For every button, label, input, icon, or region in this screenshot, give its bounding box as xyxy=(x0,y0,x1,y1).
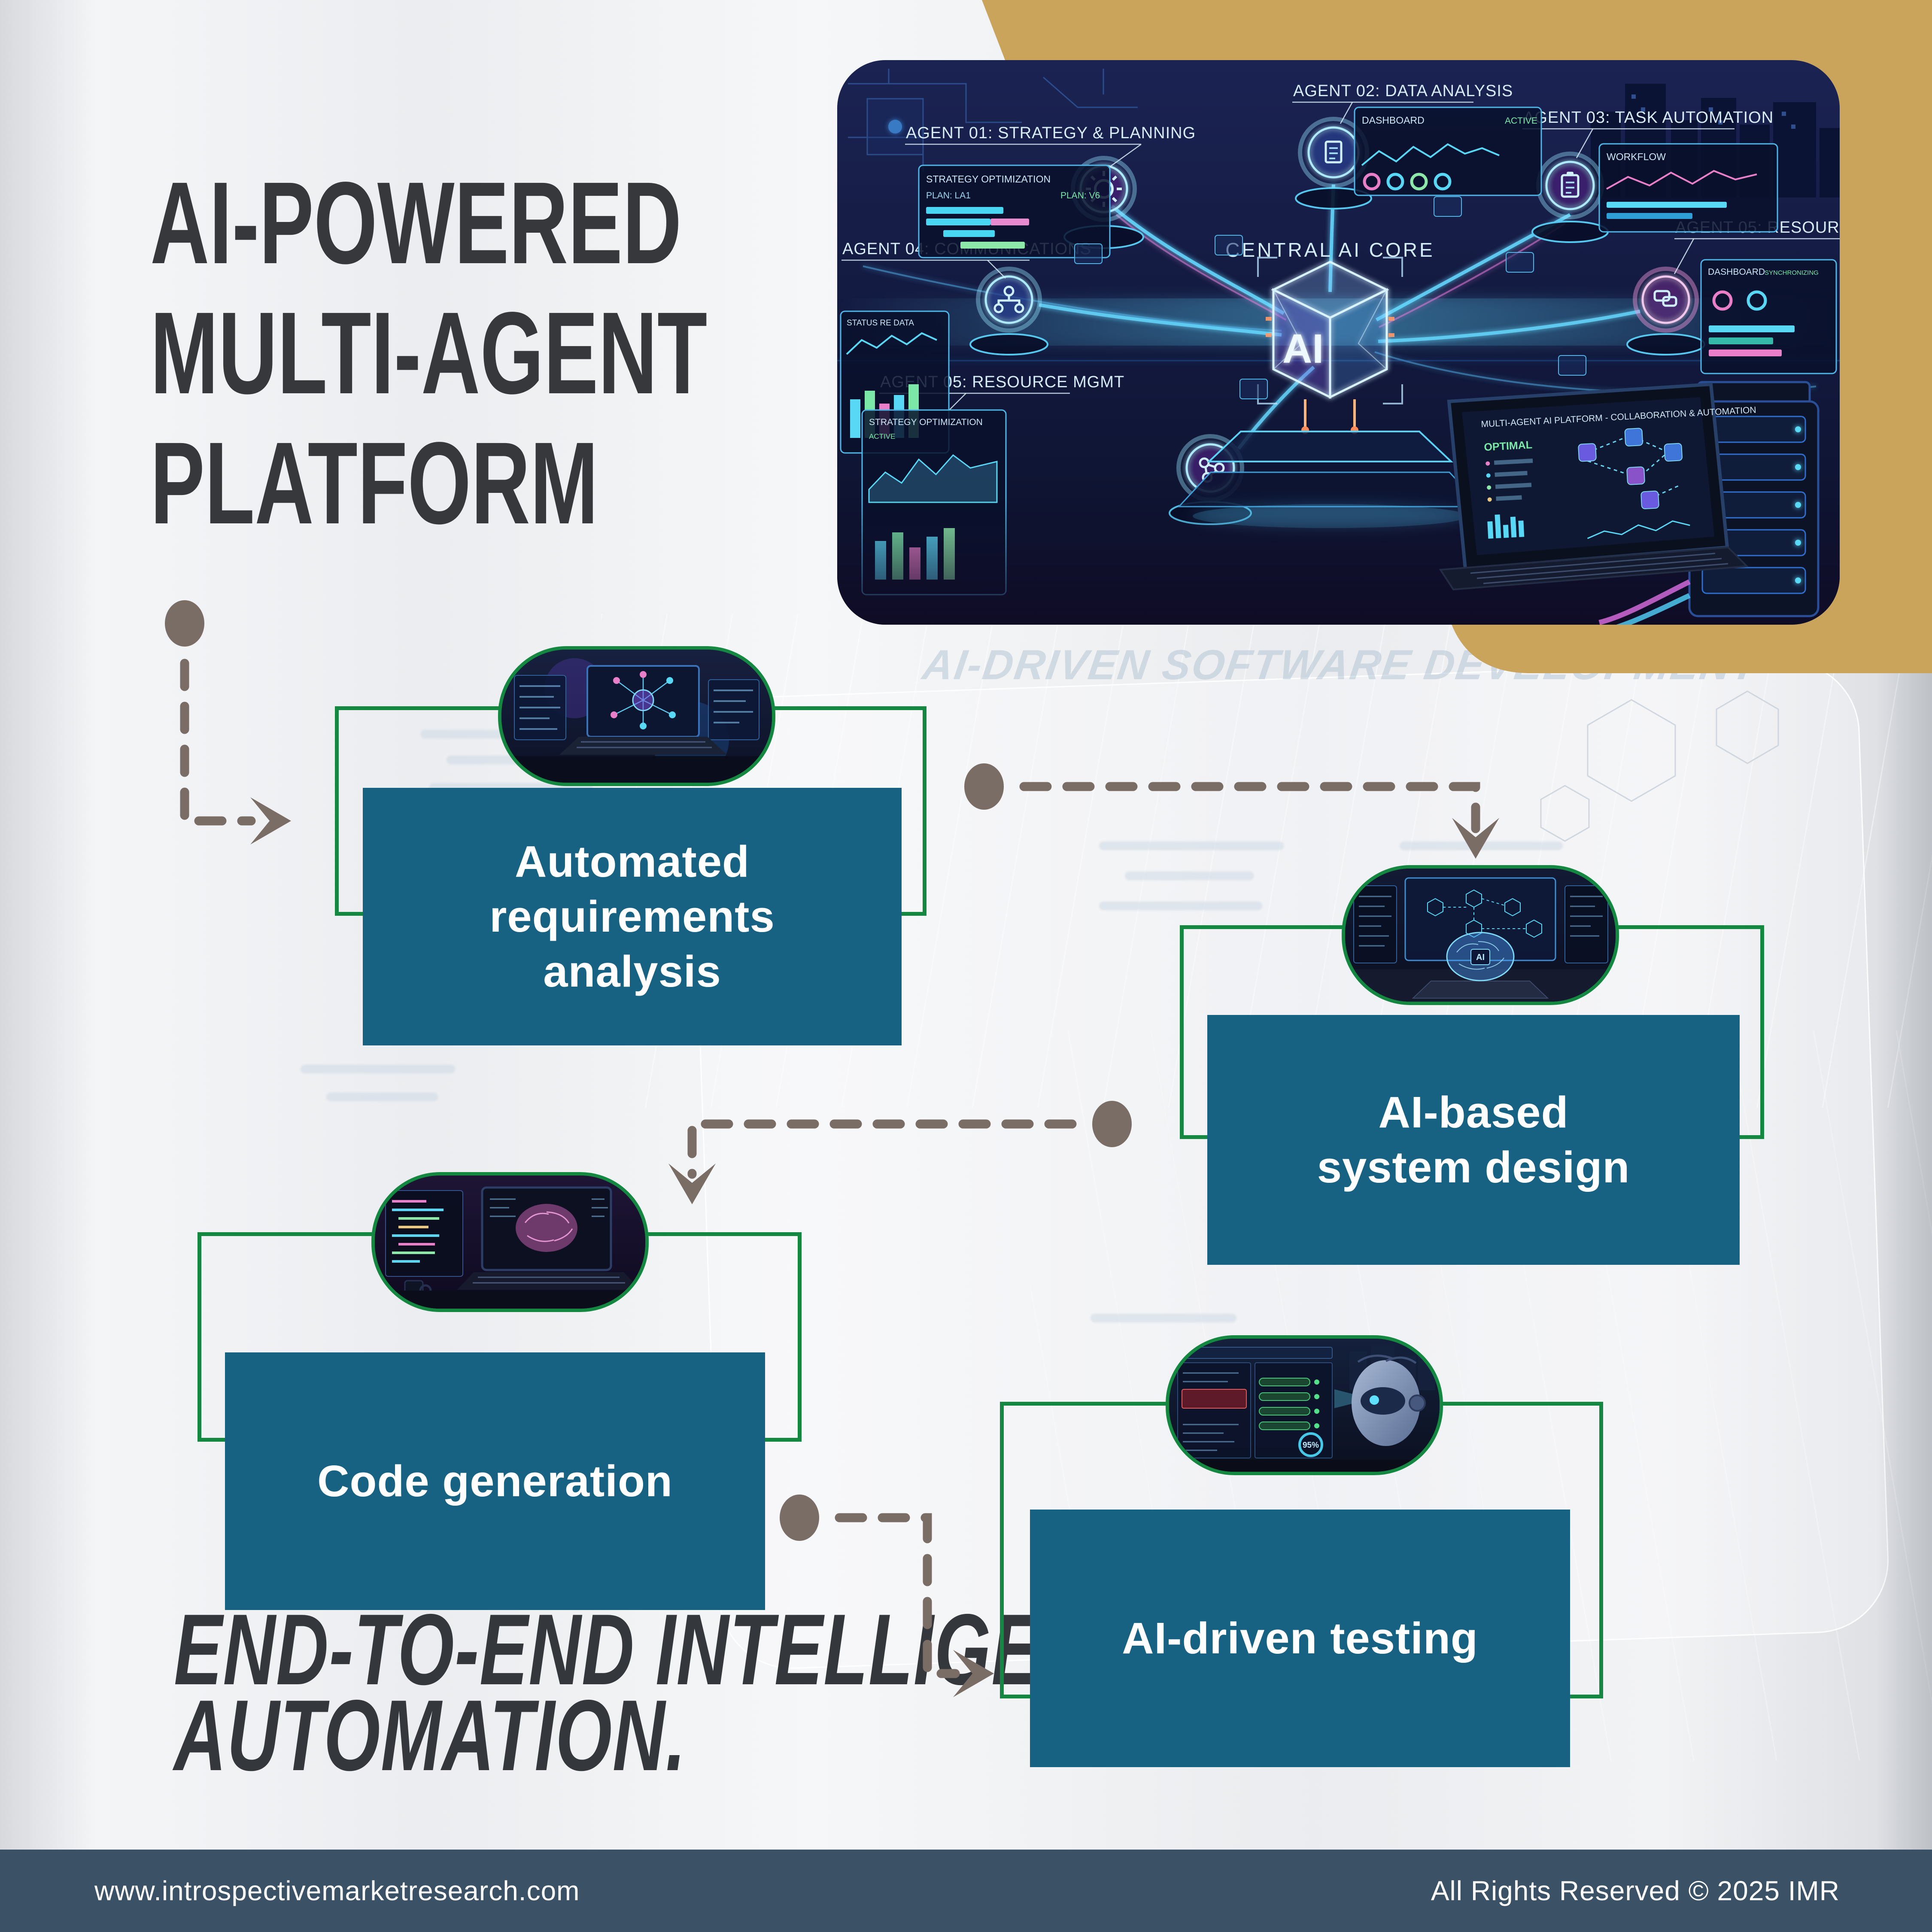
floating-tags xyxy=(1074,196,1586,399)
agent03-label: AGENT 03: TASK AUTOMATION xyxy=(1523,109,1774,127)
footer-rights: All Rights Reserved © 2025 IMR xyxy=(1431,1875,1840,1906)
footer-bar: www.introspectivemarketresearch.com All … xyxy=(0,1850,1932,1932)
step4-label: AI-driven testing xyxy=(1122,1613,1478,1663)
central-core-label: CENTRAL AI CORE xyxy=(1225,239,1434,261)
step3-pill-art xyxy=(375,1176,645,1309)
strategy-panel-plan-a: PLAN: LA1 xyxy=(926,191,971,200)
tagline: END-TO-END INTELLIGENT AUTOMATION. xyxy=(174,1599,1139,1792)
title-line-1: AI-POWERED xyxy=(150,158,682,288)
step2-label-line1: AI-based xyxy=(1378,1088,1569,1137)
step2-pill-art: AI xyxy=(1345,869,1616,1002)
agent02-label: AGENT 02: DATA ANALYSIS xyxy=(1293,82,1513,100)
agent05-right-ring xyxy=(1626,267,1705,355)
resource-panel-status: SYNCHRONIZING xyxy=(1765,269,1819,276)
ghost-label-layer-input xyxy=(1065,1000,1071,1027)
pill2-ai-chip-text: AI xyxy=(1476,953,1485,962)
background-hexagons xyxy=(1540,690,1779,842)
title-line-3: PLATFORM xyxy=(150,418,598,548)
core-brackets xyxy=(1257,257,1403,404)
hero-illustration: AGENT 01: STRATEGY & PLANNING AGENT 02: … xyxy=(837,60,1840,625)
step1-label-line1: Automated xyxy=(515,837,750,886)
skyline-windows xyxy=(1631,94,1795,129)
data-panel-title: DASHBOARD xyxy=(1362,115,1425,126)
step4-image-pill: 95% xyxy=(1166,1335,1443,1475)
title-line-2: MULTI-AGENT xyxy=(150,288,708,418)
ghost-code-line xyxy=(1099,902,1262,910)
strategy-panel-plan-b: PLAN: V6 xyxy=(1060,191,1100,200)
tagline-line-2: AUTOMATION. xyxy=(174,1679,687,1792)
agent03-ring xyxy=(1531,152,1609,243)
step1-image-pill xyxy=(498,646,775,786)
footer-website: www.introspectivemarketresearch.com xyxy=(94,1875,580,1906)
flow-arrow-1-path xyxy=(180,659,256,826)
laptop-flowchart xyxy=(1578,428,1690,539)
step2-image-pill: AI xyxy=(1342,865,1619,1005)
core-connectors xyxy=(1304,399,1356,427)
ghost-code-line xyxy=(1125,872,1254,880)
laptop: MULTI-AGENT AI PLATFORM - COLLABORATION … xyxy=(1439,382,1756,591)
step1-pill-art xyxy=(501,650,772,783)
step3-box: Code generation xyxy=(225,1352,765,1610)
pill4-gauge-text: 95% xyxy=(1303,1441,1319,1450)
step4-box: AI-driven testing xyxy=(1030,1510,1570,1767)
hero-scene: AGENT 01: STRATEGY & PLANNING AGENT 02: … xyxy=(837,60,1840,625)
step2-label-line2: system design xyxy=(1317,1142,1630,1192)
ghost-code-line xyxy=(326,1093,438,1101)
step1-box: Automated requirements analysis xyxy=(363,788,902,1045)
data-panel-status: ACTIVE xyxy=(1505,116,1537,126)
step4-pill-art: 95% xyxy=(1169,1339,1440,1472)
ghost-code-line xyxy=(1091,1314,1236,1322)
data-analysis-panel: DASHBOARD ACTIVE xyxy=(1354,106,1542,196)
task-automation-panel: WORKFLOW xyxy=(1598,143,1778,233)
step3-label: Code generation xyxy=(317,1456,673,1506)
ghost-code-line xyxy=(301,1065,455,1073)
core-ai-text: AI xyxy=(1282,326,1324,372)
step2-box: AI-based system design xyxy=(1207,1015,1740,1265)
core-ticks xyxy=(1266,317,1394,337)
agent01-label: AGENT 01: STRATEGY & PLANNING xyxy=(906,124,1196,142)
laptop-optimal-text: OPTIMAL xyxy=(1484,439,1533,453)
comms-panel-title: STATUS RE DATA xyxy=(847,319,914,328)
step3-image-pill xyxy=(371,1172,649,1312)
step1-label-line3: analysis xyxy=(543,947,721,996)
circuit-node xyxy=(888,120,902,134)
strategy-panel-title: STRATEGY OPTIMIZATION xyxy=(926,173,1051,185)
resource2-panel-title: STRATEGY OPTIMIZATION xyxy=(869,417,983,427)
resource2-panel-status: ACTIVE xyxy=(869,432,895,440)
ghost-code-line xyxy=(1099,841,1284,850)
flow-arrowhead-1 xyxy=(250,797,291,844)
page-title: AI-POWERED MULTI-AGENT PLATFORM xyxy=(150,158,707,548)
workflow-panel-title: WORKFLOW xyxy=(1607,151,1666,162)
agent04-ring xyxy=(969,267,1048,355)
server-tower xyxy=(1598,381,1820,625)
resource-panel-title: DASHBOARD xyxy=(1708,267,1765,277)
strategy-panel: STRATEGY OPTIMIZATION PLAN: LA1 PLAN: V6 xyxy=(918,164,1111,258)
step1-label-line2: requirements xyxy=(489,892,775,941)
resource-right-panel: DASHBOARD SYNCHRONIZING xyxy=(1700,259,1837,374)
